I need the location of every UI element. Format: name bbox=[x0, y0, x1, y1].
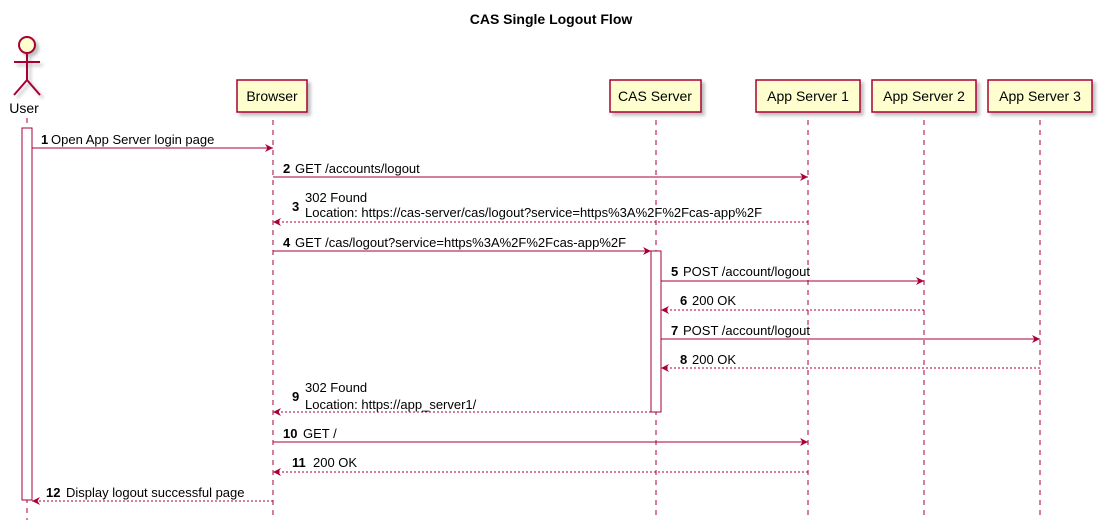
message-label: GET /accounts/logout bbox=[295, 161, 420, 176]
activation-cas bbox=[650, 250, 662, 413]
message-number: 3 bbox=[292, 199, 299, 214]
participant-app1: App Server 1 bbox=[755, 79, 861, 113]
message-number: 2 bbox=[283, 161, 290, 176]
message-number: 6 bbox=[680, 293, 687, 308]
message-label: POST /account/logout bbox=[683, 323, 810, 338]
message-label: GET / bbox=[303, 426, 337, 441]
activation-user bbox=[21, 127, 33, 501]
message-label: 302 Found bbox=[305, 190, 367, 205]
message-6: 6 200 OK bbox=[661, 293, 924, 314]
message-label: 302 Found bbox=[305, 380, 367, 395]
message-9: 9 302 Found Location: https://app_server… bbox=[273, 380, 651, 416]
actor-label: User bbox=[9, 100, 39, 116]
message-12: 12 Display logout successful page bbox=[32, 485, 273, 505]
message-2: 2 GET /accounts/logout bbox=[273, 161, 808, 181]
message-label: Location: https://app_server1/ bbox=[305, 397, 477, 412]
message-label: Open App Server login page bbox=[51, 132, 214, 147]
message-10: 10 GET / bbox=[273, 426, 808, 446]
message-number: 9 bbox=[292, 389, 299, 404]
message-label: GET /cas/logout?service=https%3A%2F%2Fca… bbox=[295, 235, 626, 250]
message-number: 1 bbox=[41, 132, 48, 147]
message-7: 7 POST /account/logout bbox=[661, 323, 1040, 343]
message-number: 12 bbox=[46, 485, 60, 500]
message-label: 200 OK bbox=[692, 293, 736, 308]
message-number: 7 bbox=[671, 323, 678, 338]
message-number: 8 bbox=[680, 352, 687, 367]
message-3: 3 302 Found Location: https://cas-server… bbox=[273, 190, 808, 226]
message-number: 10 bbox=[283, 426, 297, 441]
participant-cas: CAS Server bbox=[609, 79, 702, 113]
message-8: 8 200 OK bbox=[661, 352, 1040, 372]
participant-app2: App Server 2 bbox=[871, 79, 977, 113]
participant-label: Browser bbox=[246, 88, 298, 104]
message-label: POST /account/logout bbox=[683, 264, 810, 279]
message-label: 200 OK bbox=[692, 352, 736, 367]
message-label: 200 OK bbox=[313, 455, 357, 470]
message-4: 4 GET /cas/logout?service=https%3A%2F%2F… bbox=[273, 235, 651, 255]
message-number: 4 bbox=[283, 235, 291, 250]
diagram-title: CAS Single Logout Flow bbox=[470, 11, 633, 27]
message-label: Location: https://cas-server/cas/logout?… bbox=[305, 205, 762, 220]
actor-user: User bbox=[9, 36, 41, 116]
message-number: 5 bbox=[671, 264, 678, 279]
participant-label: App Server 1 bbox=[767, 88, 849, 104]
message-5: 5 POST /account/logout bbox=[661, 264, 924, 285]
user-icon bbox=[13, 36, 41, 96]
message-11: 11 200 OK bbox=[273, 455, 808, 476]
lifelines bbox=[26, 118, 1041, 520]
participant-app3: App Server 3 bbox=[987, 79, 1093, 113]
participant-label: App Server 2 bbox=[883, 88, 965, 104]
message-1: 1 Open App Server login page bbox=[32, 132, 273, 152]
message-number: 11 bbox=[292, 455, 306, 470]
message-label: Display logout successful page bbox=[66, 485, 245, 500]
participant-label: App Server 3 bbox=[999, 88, 1081, 104]
participant-label: CAS Server bbox=[618, 88, 692, 104]
participant-browser: Browser bbox=[236, 79, 308, 113]
